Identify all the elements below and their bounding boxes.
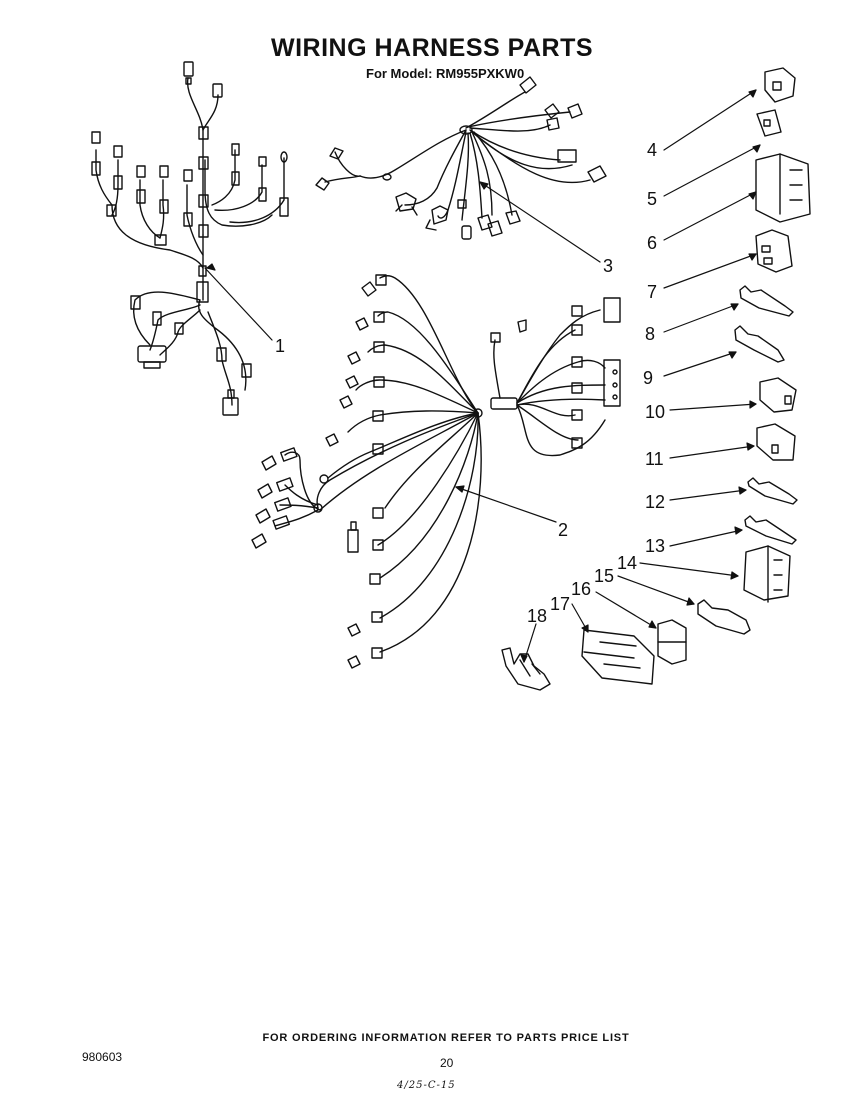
part-4 (764, 67, 796, 103)
leader-lines (204, 89, 761, 663)
callout-1: 1 (275, 336, 285, 356)
callout-15: 15 (594, 566, 614, 586)
harness-3 (315, 76, 607, 240)
part-8 (739, 285, 794, 317)
callout-3: 3 (603, 256, 613, 276)
part-16 (657, 619, 687, 665)
part-9 (734, 325, 785, 363)
part-5 (756, 109, 782, 137)
callout-7: 7 (647, 282, 657, 302)
harness-1 (91, 61, 289, 416)
model-subtitle: For Model: RM955PXKW0 (366, 66, 525, 81)
page-title: WIRING HARNESS PARTS (270, 34, 594, 62)
part-14 (743, 545, 791, 603)
callout-5: 5 (647, 189, 657, 209)
part-6 (755, 153, 811, 223)
handwritten-code: 4/25-C-15 (397, 1080, 456, 1091)
callout-9: 9 (643, 368, 653, 388)
callout-11: 11 (645, 449, 664, 469)
callout-17: 17 (550, 594, 570, 614)
part-13 (744, 515, 797, 545)
callout-8: 8 (645, 324, 655, 344)
part-18 (501, 647, 551, 691)
callout-6: 6 (647, 233, 657, 253)
callout-12: 12 (645, 492, 665, 512)
part-10 (759, 377, 797, 413)
callout-4: 4 (647, 140, 657, 160)
part-15 (697, 599, 751, 635)
callout-18: 18 (527, 606, 547, 626)
part-12 (747, 477, 798, 505)
harness-2 (251, 274, 621, 669)
callout-2: 2 (558, 520, 568, 540)
callout-16: 16 (571, 579, 591, 599)
document-number: 980603 (82, 1050, 123, 1064)
callout-14: 14 (617, 553, 637, 573)
part-7 (755, 229, 793, 273)
part-11 (756, 423, 796, 461)
part-17 (581, 629, 655, 685)
callout-13: 13 (645, 536, 665, 556)
callout-10: 10 (645, 402, 665, 422)
page-number: 20 (440, 1056, 454, 1070)
callout-numbers: 1 2 3 4 5 6 7 8 9 10 11 12 13 14 15 16 1… (275, 140, 665, 626)
ordering-note: FOR ORDERING INFORMATION REFER TO PARTS … (262, 1032, 630, 1044)
